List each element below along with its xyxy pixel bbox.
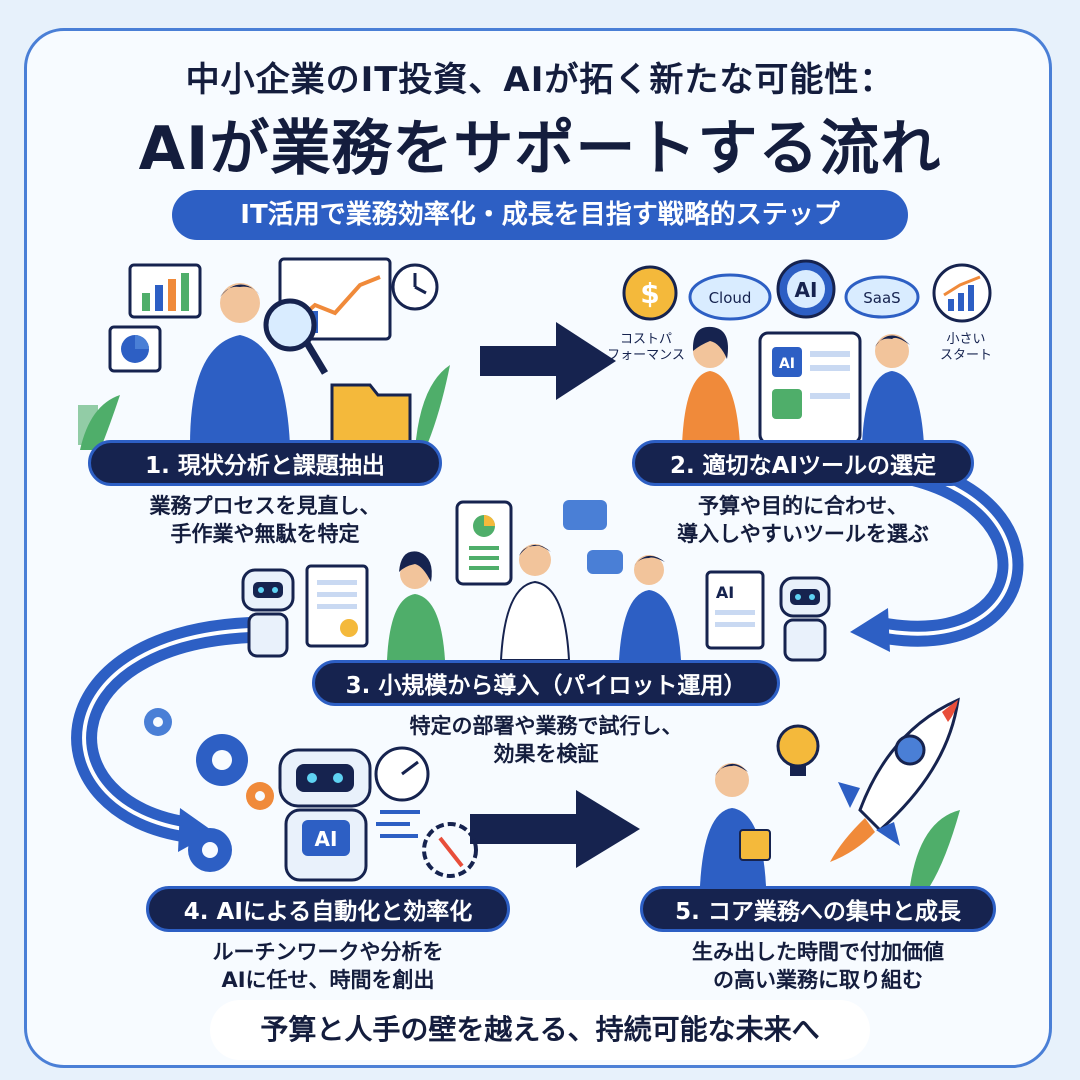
footer-banner: 予算と人手の壁を越える、持続可能な未来へ — [210, 1000, 870, 1060]
chat-bubble-icon — [563, 500, 623, 574]
gears-icon — [144, 708, 274, 872]
cost-label-2: フォーマンス — [607, 348, 685, 363]
step1-desc-line1: 業務プロセスを見直し、 — [149, 494, 381, 518]
person-man — [862, 334, 924, 445]
robot-ai-label: AI — [315, 827, 338, 851]
step2-description: 予算や目的に合わせ、 導入しやすいツールを選ぶ — [632, 492, 974, 548]
cost-label-1: コストパ — [620, 332, 672, 347]
cloud-icon: Cloud — [688, 273, 772, 321]
step5-illustration — [700, 697, 960, 886]
small-label-1: 小さい — [946, 332, 985, 347]
tablet-pie-icon — [455, 500, 513, 586]
step2-illustration: $ コストパ フォーマンス Cloud AI SaaS 小さい スタート AI — [607, 259, 992, 445]
rocket-icon — [830, 697, 960, 862]
title-line-2: AIが業務をサポートする流れ — [138, 114, 942, 184]
pie-chart-icon — [108, 325, 162, 373]
document-ai-icon: AI — [705, 570, 765, 650]
person-woman — [682, 326, 740, 445]
team-people — [387, 544, 681, 661]
speedometer-icon — [374, 746, 430, 838]
doc-ai-label: AI — [716, 583, 734, 602]
subtitle-banner: IT活用で業務効率化・成長を目指す戦略的ステップ — [172, 190, 908, 240]
step4-desc-line1: ルーチンワークや分析を — [212, 940, 444, 964]
document-check-icon — [305, 564, 369, 648]
step4-desc-line2: AIに任せ、時間を創出 — [221, 968, 435, 992]
lightbulb-icon — [776, 724, 820, 776]
small-label-2: スタート — [940, 348, 992, 363]
step1-description: 業務プロセスを見直し、 手作業や無駄を特定 — [88, 492, 442, 548]
step1-pill: 1. 現状分析と課題抽出 — [88, 440, 442, 486]
step5-description: 生み出した時間で付加価値 の高い業務に取り組む — [640, 938, 996, 994]
step3-pill: 3. 小規模から導入（パイロット運用） — [312, 660, 780, 706]
step3-desc-line1: 特定の部署や業務で試行し、 — [409, 714, 683, 738]
step4-description: ルーチンワークや分析を AIに任せ、時間を創出 — [146, 938, 510, 994]
step5-desc-line2: の高い業務に取り組む — [713, 968, 923, 992]
step3-desc-line2: 効果を検証 — [493, 742, 599, 766]
step5-desc-line1: 生み出した時間で付加価値 — [692, 940, 944, 964]
person-analyst — [78, 283, 290, 445]
step2-pill: 2. 適切なAIツールの選定 — [632, 440, 974, 486]
growth-chart-icon — [932, 263, 992, 323]
cloud-label: Cloud — [709, 289, 752, 307]
arrow-4-to-5 — [470, 790, 640, 868]
step4-illustration: AI — [144, 708, 478, 882]
step1-desc-line2: 手作業や無駄を特定 — [170, 522, 360, 546]
saas-label: SaaS — [863, 289, 900, 307]
robot-right — [779, 576, 831, 662]
ai-gear-label: AI — [795, 278, 818, 302]
clock-icon — [391, 263, 439, 311]
dollar-coin-icon: $ — [622, 265, 678, 321]
arrow-1-to-2 — [480, 322, 616, 400]
step5-pill: 5. コア業務への集中と成長 — [640, 886, 996, 932]
step1-illustration — [78, 257, 450, 452]
tablet-icon: AI — [758, 331, 862, 445]
bar-chart-icon — [128, 263, 202, 319]
step4-pill: 4. AIによる自動化と効率化 — [146, 886, 510, 932]
step3-description: 特定の部署や業務で試行し、 効果を検証 — [346, 712, 746, 768]
ai-robot: AI — [278, 748, 372, 882]
plant-decoration — [80, 365, 450, 450]
step2-desc-line2: 導入しやすいツールを選ぶ — [677, 522, 929, 546]
magnifier-icon — [263, 298, 329, 375]
title-line-1: 中小企業のIT投資、AIが拓く新たな可能性： — [185, 60, 895, 100]
gear-down-arrow-icon — [422, 822, 478, 878]
step3-illustration: AI — [241, 500, 831, 662]
tablet-ai-label: AI — [779, 356, 795, 372]
saas-cloud-icon: SaaS — [844, 275, 920, 319]
person-presenter — [700, 763, 771, 886]
dollar-sign: $ — [640, 277, 659, 310]
plant-decoration — [910, 810, 960, 886]
ai-gear-icon: AI — [776, 259, 836, 319]
step2-desc-line1: 予算や目的に合わせ、 — [698, 494, 908, 518]
robot-left — [241, 568, 295, 658]
